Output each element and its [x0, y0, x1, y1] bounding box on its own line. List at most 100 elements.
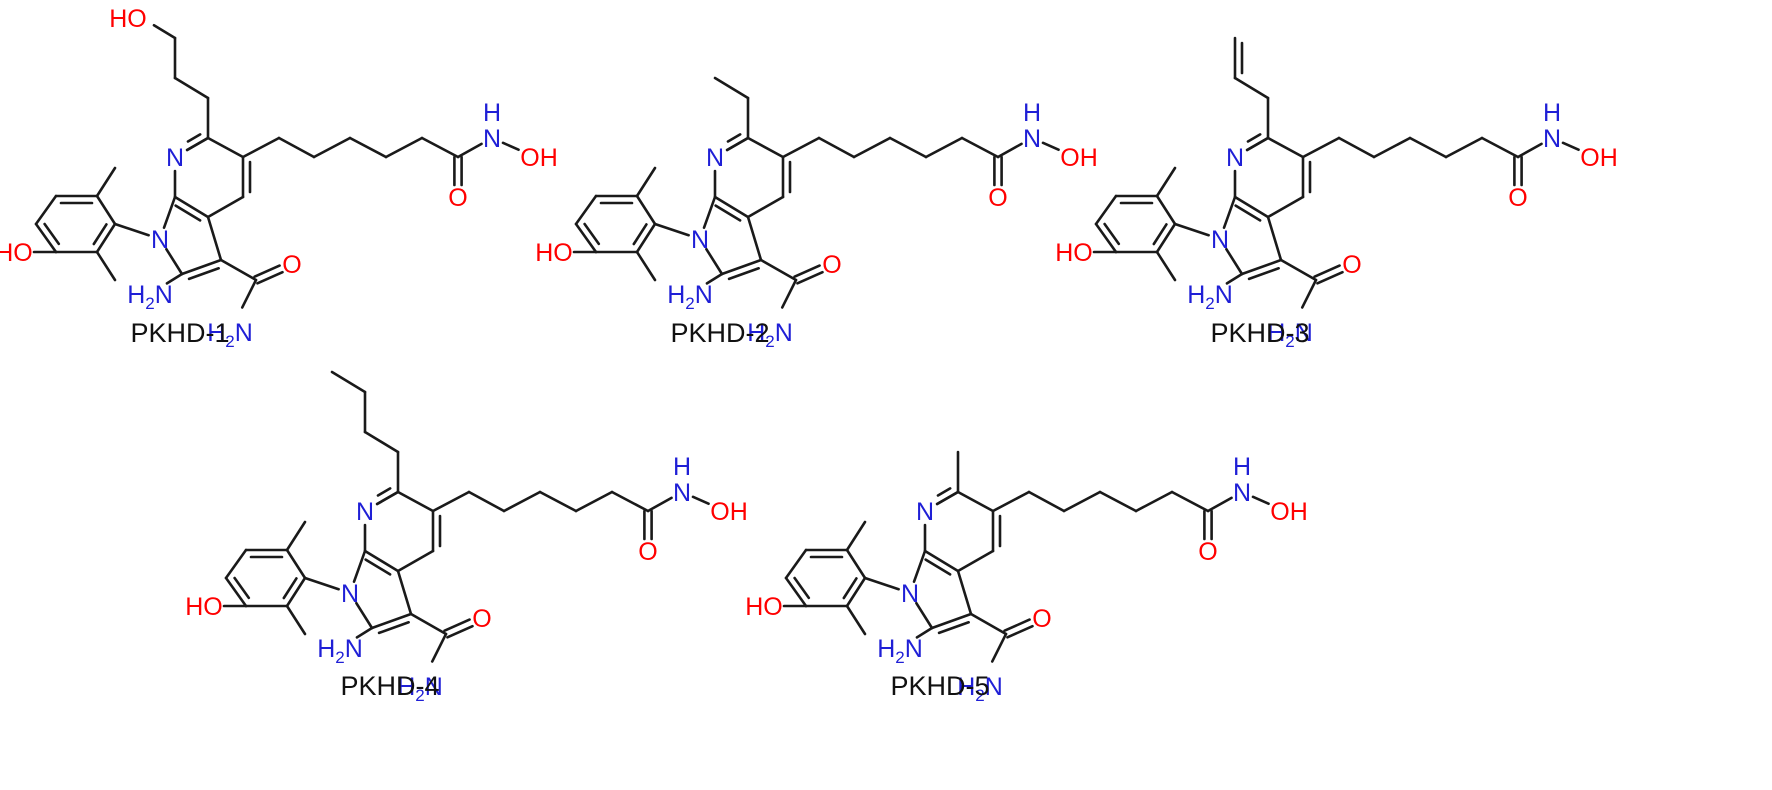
bond-line	[845, 548, 867, 580]
bond-line	[285, 576, 307, 608]
ring-bond	[1222, 195, 1237, 229]
bond-line	[574, 222, 598, 254]
amine-bond	[1225, 272, 1244, 285]
hydroxamic-n-label: N	[1233, 479, 1251, 507]
methyl-bond	[845, 604, 867, 636]
ring-bond	[180, 258, 223, 276]
chain-bond	[431, 490, 471, 513]
bond-line-inner	[43, 222, 61, 246]
ring-bond	[370, 612, 413, 630]
amide-co-bond	[446, 624, 474, 639]
amide-o-label: O	[1032, 605, 1051, 633]
amide-cn-bond	[780, 278, 798, 309]
bond-line	[1094, 222, 1118, 254]
bond-line	[219, 258, 258, 282]
phenol-oh-label: HO	[1055, 239, 1093, 267]
ring-bond-inner	[187, 266, 220, 281]
phenol-oh-label: HO	[0, 239, 33, 267]
amide-co-bond	[253, 264, 281, 279]
amide-nh2-label: H2N	[397, 673, 443, 705]
ring-bond	[1266, 136, 1305, 159]
chain-bond	[1027, 490, 1066, 513]
bond-line	[574, 194, 598, 226]
bond-line	[363, 430, 400, 454]
ring-bond-inner	[377, 620, 410, 635]
amide-co-bond	[1313, 264, 1341, 279]
amine-nh2-label: H2N	[877, 635, 923, 667]
ring-bond	[713, 195, 750, 219]
ring-bond	[720, 258, 763, 276]
methyl-bond	[95, 250, 117, 282]
n-aryl-bond	[1173, 222, 1210, 237]
bond-line	[969, 612, 1008, 636]
bond-line	[173, 76, 210, 100]
bond-line	[635, 194, 657, 226]
hydroxamic-h-label: H	[483, 99, 501, 127]
bond-line	[1279, 258, 1318, 282]
hydroxamic-oh-label: OH	[710, 498, 748, 526]
compound-name-label: PKHD-1	[130, 318, 229, 348]
ring-bond-inner	[937, 620, 970, 635]
methyl-bond	[285, 604, 307, 636]
ring-bond	[396, 549, 435, 573]
bond-line	[1094, 194, 1118, 226]
pyrrole-n-label: N	[1211, 226, 1229, 254]
amine-bond	[355, 626, 374, 639]
ring-bond-inner	[727, 266, 760, 281]
ring-bond-inner	[186, 133, 202, 143]
chain-bond	[1170, 490, 1210, 513]
hydroxamic-h-label: H	[1233, 453, 1251, 481]
compound-name-label: PKHD-3	[1210, 318, 1309, 348]
ring-bond	[935, 490, 960, 506]
hydroxamic-h-label: H	[1023, 99, 1041, 127]
ring-bond	[1245, 136, 1270, 152]
chain-bond	[781, 136, 821, 159]
ring-bond	[746, 195, 785, 219]
ring-bond	[725, 136, 750, 152]
bond-line	[784, 548, 808, 580]
hydroxamic-h-label: H	[1543, 99, 1561, 127]
ring-bond-inner	[376, 487, 392, 497]
amide-nh2-label: H2N	[747, 319, 793, 351]
ring-bond-inner	[364, 558, 392, 576]
chain-bond	[1408, 136, 1448, 159]
chain-bond	[924, 136, 964, 159]
ring-bond-inner	[924, 558, 952, 576]
ring-bond	[396, 490, 435, 513]
hydroxamic-cn-bond	[456, 142, 483, 159]
chain-bond	[888, 136, 928, 159]
bond-line	[285, 548, 307, 580]
chain-bond	[1098, 490, 1138, 513]
ring-bond	[746, 136, 785, 159]
ring-bond	[352, 549, 367, 583]
bond-line	[95, 194, 117, 226]
hydroxypropyl-bond	[152, 23, 177, 40]
hydroxamic-cn-bond	[996, 142, 1023, 159]
chain-bond	[467, 490, 506, 513]
hydroxamic-h-label: H	[673, 453, 691, 481]
hydroxamic-n-label: N	[673, 479, 691, 507]
bond-line	[784, 576, 808, 608]
ring-bond	[355, 601, 374, 630]
amide-cn-bond	[1300, 278, 1318, 309]
ring-bond	[956, 490, 995, 513]
hydroxamic-cn-bond	[646, 496, 673, 513]
chain-bond	[1134, 490, 1174, 513]
bond-line	[224, 548, 248, 580]
ring-bond	[1240, 258, 1283, 276]
ring-bond	[702, 195, 717, 229]
compound-name-label: PKHD-5	[890, 671, 989, 701]
hydroxamic-o-label: O	[988, 184, 1007, 212]
amide-o-label: O	[472, 605, 491, 633]
hydroxamic-no-bond	[1251, 495, 1270, 506]
chain-bond	[538, 490, 578, 513]
hydroxamic-no-bond	[1561, 141, 1580, 152]
hydroxamic-o-label: O	[1198, 538, 1217, 566]
chain-bond	[277, 136, 316, 159]
bond-line-inner	[282, 577, 298, 600]
amide-cn-bond	[240, 278, 258, 309]
amine-nh2-label: H2N	[127, 281, 173, 313]
hydroxamic-o-label: O	[448, 184, 467, 212]
